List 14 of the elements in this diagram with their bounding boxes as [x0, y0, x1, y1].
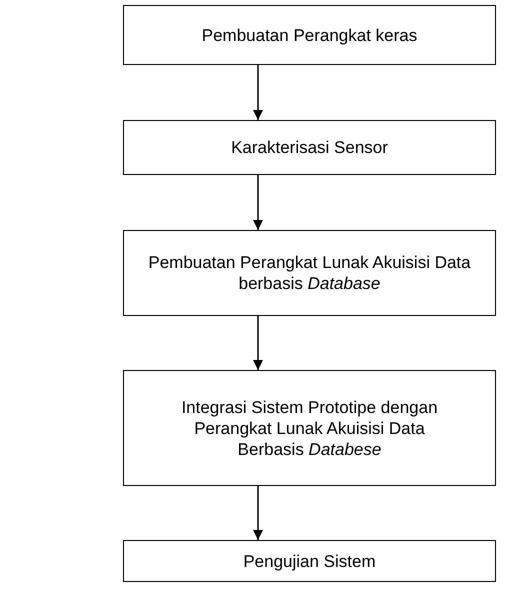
process-box	[123, 120, 496, 175]
process-box	[123, 5, 496, 65]
step-text: Pengujian Sistem	[243, 550, 376, 572]
arrow	[253, 486, 263, 540]
process-box	[123, 370, 496, 486]
process-box	[123, 230, 496, 316]
step-text: Integrasi Sistem Prototipe dengan Perangkat Lunak Akuisisi Data Berbasis Databese	[180, 396, 439, 460]
arrow	[253, 175, 263, 230]
arrow	[253, 316, 263, 370]
process-box	[123, 540, 496, 582]
step-text: Karakterisasi Sensor	[231, 137, 388, 158]
arrow	[253, 65, 263, 120]
step-text: Pembuatan Perangkat Lunak Akuisisi Data berbasis Database	[147, 252, 472, 294]
step-text: Pembuatan Perangkat keras	[202, 24, 418, 46]
